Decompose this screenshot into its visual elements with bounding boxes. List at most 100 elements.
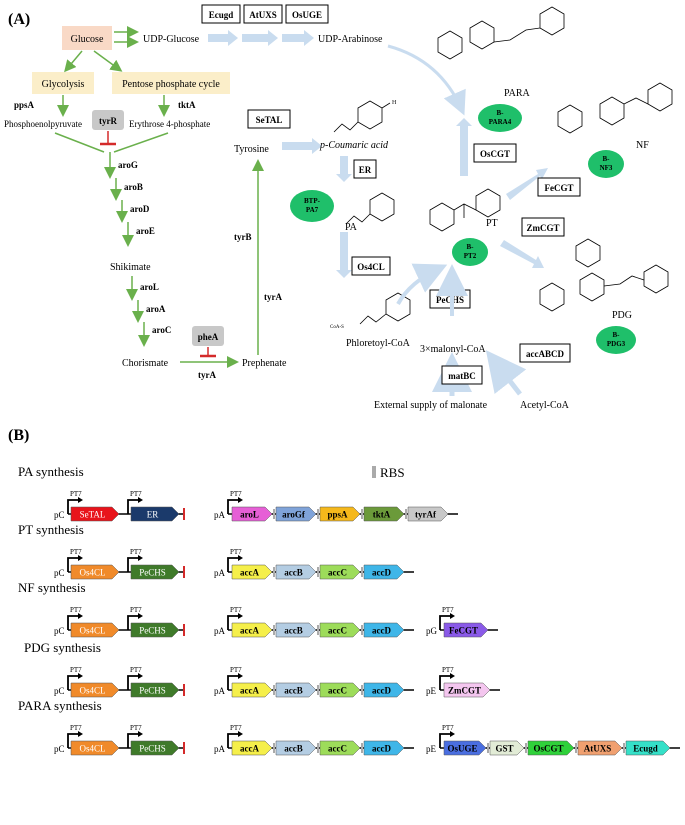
glycolysis-box — [32, 72, 94, 94]
gene-Os4CL-3-0 — [70, 682, 120, 698]
rbs-3-1-1 — [317, 685, 319, 695]
gene-accA-4-1 — [231, 740, 273, 756]
gene-label-accD-3-1: accD — [372, 686, 391, 696]
aroE-label: aroE — [136, 226, 155, 236]
udp-arabinose-label: UDP-Arabinose — [318, 34, 383, 45]
promoter-3-0-0 — [67, 675, 78, 690]
promoter-4-0-1 — [127, 733, 138, 748]
gene-label-Os4CL-3-0: Os4CL — [79, 686, 105, 696]
gene-label-OsUGE-4-2: OsUGE — [447, 744, 477, 754]
aroB-label: aroB — [124, 182, 143, 192]
converge-right — [113, 132, 169, 153]
promoter-label-1-0-1: PT7 — [130, 548, 142, 556]
strain-b-pt2-l2: PT2 — [464, 252, 477, 260]
nf-label: NF — [636, 140, 649, 151]
rbs-4-1-0 — [273, 743, 275, 753]
promoter-label-2-2-0: PT7 — [442, 606, 454, 614]
promoter-label-1-0-0: PT7 — [70, 548, 82, 556]
os4cl-box — [351, 256, 391, 276]
osuge-label: OsUGE — [292, 10, 322, 20]
strain-b-pdg3-l2: PDG3 — [607, 340, 626, 348]
plasmid-name-3-1: pA — [214, 686, 226, 696]
promoter-label-3-1-0: PT7 — [230, 666, 242, 674]
pep-label: Phosphoenolpyruvate — [4, 119, 82, 129]
atuxs-box — [243, 4, 283, 24]
blue-arrow-udp-2 — [242, 30, 278, 46]
gene-label-Os4CL-2-0: Os4CL — [79, 626, 105, 636]
promoter-1-0-0 — [67, 557, 78, 572]
er-label: ER — [359, 165, 372, 175]
fecgt-box — [537, 177, 581, 197]
plasmid-name-4-1: pA — [214, 744, 226, 754]
rbs-4-2-0 — [487, 743, 489, 753]
rbs-0-1-0 — [273, 509, 275, 519]
plasmid-name-2-2: pG — [426, 626, 438, 636]
gene-label-accC-1-1: accC — [328, 568, 347, 578]
aroD-label: aroD — [130, 204, 150, 214]
pa-structure — [345, 192, 395, 225]
strain-b-nf3 — [588, 150, 624, 178]
rbs-4-2-1 — [525, 743, 527, 753]
plasmid-name-1-0: pC — [54, 568, 65, 578]
gene-ZmCGT-3-2 — [443, 682, 491, 698]
gene-aroGf-0-1 — [275, 506, 317, 522]
promoter-0-0-0 — [67, 499, 78, 514]
gene-label-accB-2-1: accB — [284, 626, 303, 636]
panel-a-label: (A) — [8, 11, 30, 28]
gene-accD-2-1 — [363, 622, 405, 638]
gene-label-accD-4-1: accD — [372, 744, 391, 754]
promoter-label-1-1-0: PT7 — [230, 548, 242, 556]
gene-accC-2-1 — [319, 622, 361, 638]
plasmid-name-2-1: pA — [214, 626, 226, 636]
gene-label-accA-2-1: accA — [240, 626, 259, 636]
gene-label-tyrAf-0-1: tyrAf — [415, 510, 437, 520]
gene-label-accB-3-1: accB — [284, 686, 303, 696]
promoter-head-1-0-1 — [138, 555, 143, 561]
acetyl-label: Acetyl-CoA — [520, 400, 570, 411]
gene-tktA-0-1 — [363, 506, 405, 522]
gene-label-ER-0-0: ER — [147, 510, 159, 520]
blue-arrow-tyrosine-coumaric — [282, 138, 322, 154]
phloretoyl-structure — [359, 292, 411, 325]
gene-accC-3-1 — [319, 682, 361, 698]
gene-label-accC-3-1: accC — [328, 686, 347, 696]
blue-arrow-pt-para — [456, 118, 472, 176]
gene-label-accA-3-1: accA — [240, 686, 259, 696]
gene-label-PeCHS-3-0: PeCHS — [139, 686, 166, 696]
blue-arrow-pt-pdg — [500, 240, 544, 268]
plasmid-name-0-1: pA — [214, 510, 226, 520]
promoter-4-0-0 — [67, 733, 78, 748]
udp-glucose-label: UDP-Glucose — [143, 34, 200, 45]
gene-accA-2-1 — [231, 622, 273, 638]
matbc-box — [441, 365, 483, 385]
strain-b-para4 — [478, 104, 522, 132]
gene-label-FeCGT-2-2: FeCGT — [449, 626, 478, 636]
er-box — [353, 159, 377, 179]
fecgt-label: FeCGT — [545, 183, 574, 193]
strain-btp-pa7-l2: PA7 — [306, 206, 319, 214]
tyrA-side-label: tyrA — [264, 292, 282, 302]
promoter-label-4-1-0: PT7 — [230, 724, 242, 732]
rbs-0-1-2 — [361, 509, 363, 519]
gene-OsUGE-4-2 — [443, 740, 487, 756]
row-title-2: NF synthesis — [18, 580, 86, 595]
para-label: PARA — [504, 88, 531, 99]
strain-b-para4-l1: B- — [497, 109, 505, 117]
promoter-head-2-2-0 — [450, 613, 455, 619]
promoter-head-2-1-0 — [238, 613, 243, 619]
gene-label-ZmCGT-3-2: ZmCGT — [448, 686, 481, 696]
row-title-1: PT synthesis — [18, 522, 84, 537]
gene-label-SeTAL-0-0: SeTAL — [80, 510, 106, 520]
gene-label-Os4CL-1-0: Os4CL — [79, 568, 105, 578]
promoter-label-0-1-0: PT7 — [230, 490, 242, 498]
promoter-label-0-0-0: PT7 — [70, 490, 82, 498]
oscgt-box — [473, 143, 517, 163]
arrow-phloretoyl-pt — [396, 263, 448, 305]
glucose-label: Glucose — [71, 34, 104, 45]
strain-b-pdg3-l1: B- — [613, 331, 621, 339]
pheA-label: pheA — [198, 332, 219, 342]
blue-arrow-udp-3 — [282, 30, 314, 46]
gene-ER-0-0 — [130, 506, 180, 522]
